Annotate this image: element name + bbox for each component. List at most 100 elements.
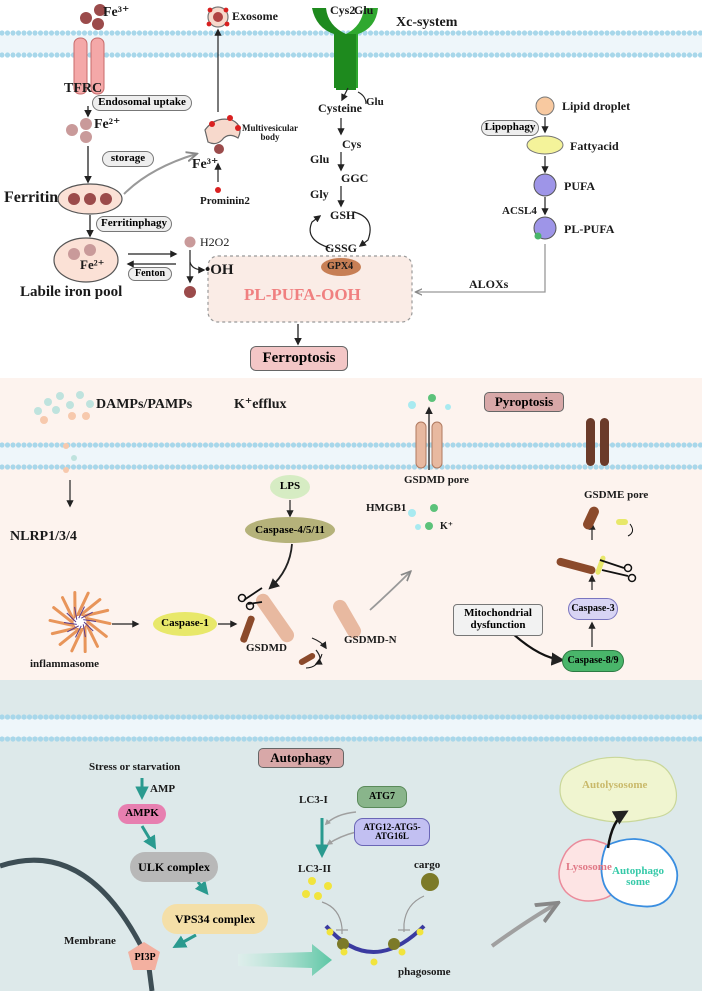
exosome <box>207 7 230 27</box>
fe3-ion <box>184 286 196 298</box>
pufa-label: PUFA <box>564 180 595 192</box>
gsh-label: GSH <box>330 209 355 221</box>
hmgb1-label: HMGB1 <box>366 503 406 514</box>
lc3i-label: LC3-I <box>299 795 328 806</box>
lipophagy-tag: Lipophagy <box>481 120 539 136</box>
cargo-label: cargo <box>414 860 440 871</box>
fe2-ion <box>80 118 92 130</box>
pi3p-label: PI3P <box>130 950 160 966</box>
caspase4511-label: Caspase-4/5/11 <box>245 522 335 540</box>
exosome-label: Exosome <box>232 10 278 22</box>
ferritinphagy-tag: Ferritinphagy <box>96 216 172 232</box>
fenton-tag: Fenton <box>128 267 172 281</box>
glu-out-label: Glu <box>366 97 384 108</box>
fe3-ion <box>80 12 92 24</box>
autolysosome-label: Autolysosome <box>582 780 647 791</box>
cargo-inside <box>388 938 400 950</box>
caspase3-label: Caspase-3 <box>568 598 618 620</box>
fe3-mvb-label: Fe³⁺ <box>192 158 218 172</box>
gsdmd-label: GSDMD <box>246 643 287 654</box>
atg7-shape: ATG7 <box>357 786 407 808</box>
cargo-shape <box>421 873 439 891</box>
lipid-droplet-shape <box>536 97 554 115</box>
acsl4-label: ACSL4 <box>502 206 537 217</box>
inflammasome-label: inflammasome <box>30 659 99 670</box>
h2o2-label: H2O2 <box>200 236 229 248</box>
gsdme-c-fragment <box>616 519 628 525</box>
pyroptosis-title: Pyroptosis <box>484 392 564 412</box>
fe2-ion <box>66 124 78 136</box>
labile-iron-pool-label: Labile iron pool <box>20 285 122 300</box>
k-efflux-label: K⁺efflux <box>234 398 287 412</box>
ggc-label: GGC <box>341 172 368 184</box>
fattyacid-shape <box>527 136 563 154</box>
gly-label: Gly <box>310 188 329 200</box>
fe2-label: Fe²⁺ <box>94 118 120 132</box>
glu-label: Glu <box>310 153 329 165</box>
pufa-shape <box>534 174 556 196</box>
caspase1-label: Caspase-1 <box>153 616 217 632</box>
mvb-label: Multivesicular body <box>242 124 298 142</box>
phagosome-label: phagosome <box>398 967 451 978</box>
oh-label: •OH <box>205 263 234 278</box>
cys-label: Cys <box>342 138 361 150</box>
vps34-complex-shape: VPS34 complex <box>162 904 268 934</box>
ampk-shape: AMPK <box>118 804 166 824</box>
xc-system-label: Xc-system <box>396 16 457 30</box>
ulk-complex-shape: ULK complex <box>130 852 218 882</box>
gsdme-pore-label: GSDME pore <box>584 490 648 501</box>
ferroptosis-title: Ferroptosis <box>250 346 348 371</box>
prominin2-label: Prominin2 <box>200 196 250 207</box>
lipid-droplet-label: Lipid droplet <box>562 100 630 112</box>
pl-pufa-ooh-label: PL-PUFA-OOH <box>244 286 361 303</box>
iron-in-ferritin <box>68 193 80 205</box>
hmgb1-particle <box>408 509 416 517</box>
gssg-label: GSSG <box>325 242 357 254</box>
amp-label: AMP <box>150 784 175 795</box>
tfrc-label: TFRC <box>64 82 102 96</box>
cysteine-label: Cysteine <box>318 102 362 114</box>
fe2-ion <box>68 248 80 260</box>
k-particle <box>425 522 433 530</box>
atg12-shape: ATG12-ATG5- ATG16L <box>354 818 430 846</box>
k-particle <box>428 394 436 402</box>
autophagy-title: Autophagy <box>258 748 344 768</box>
stress-label: Stress or starvation <box>89 762 180 773</box>
iron-in-ferritin <box>84 193 96 205</box>
aloxs-label: ALOXs <box>469 278 508 290</box>
fe3-label: Fe³⁺ <box>103 6 129 20</box>
membrane-label: Membrane <box>64 936 116 947</box>
h2o2-molecule <box>185 237 196 248</box>
mito-dysfunction-box: Mitochondrial dysfunction <box>453 604 543 636</box>
fattyacid-label: Fattyacid <box>570 140 619 152</box>
gsdmd-pore-label: GSDMD pore <box>404 475 469 486</box>
hmgb1-particle <box>445 404 451 410</box>
lc3ii-label: LC3-II <box>298 864 331 875</box>
fe2-ion <box>84 244 96 256</box>
hmgb1-particle <box>408 401 416 409</box>
nlrp-label: NLRP1/3/4 <box>10 530 77 544</box>
hmgb1-particle <box>415 524 421 530</box>
lysosome-label: Lysosome <box>566 862 612 873</box>
k-plus-label: K⁺ <box>440 522 453 532</box>
cys2-label: Cys2 <box>330 4 355 16</box>
pl-pufa-label: PL-PUFA <box>564 223 614 235</box>
autophagosome-label: Autophago some <box>612 866 664 888</box>
fe2-pool-label: Fe²⁺ <box>80 258 104 271</box>
prominin2-dot <box>215 187 221 193</box>
caspase89-label: Caspase-8/9 <box>562 650 624 672</box>
cargo-inside <box>337 938 349 950</box>
iron-in-ferritin <box>100 193 112 205</box>
ferritin-label: Ferritin <box>4 190 58 206</box>
phospholipid-head <box>535 233 542 240</box>
lps-label: LPS <box>270 476 310 498</box>
fe2-ion <box>80 131 92 143</box>
glu-top-label: Glu <box>354 4 373 16</box>
k-particle <box>430 504 438 512</box>
storage-tag: storage <box>102 151 154 167</box>
gpx4-label: GPX4 <box>327 262 353 272</box>
damps-label: DAMPs/PAMPs <box>96 398 192 412</box>
endosomal-uptake-tag: Endosomal uptake <box>92 95 192 111</box>
gsdmd-n-label: GSDMD-N <box>344 635 397 646</box>
